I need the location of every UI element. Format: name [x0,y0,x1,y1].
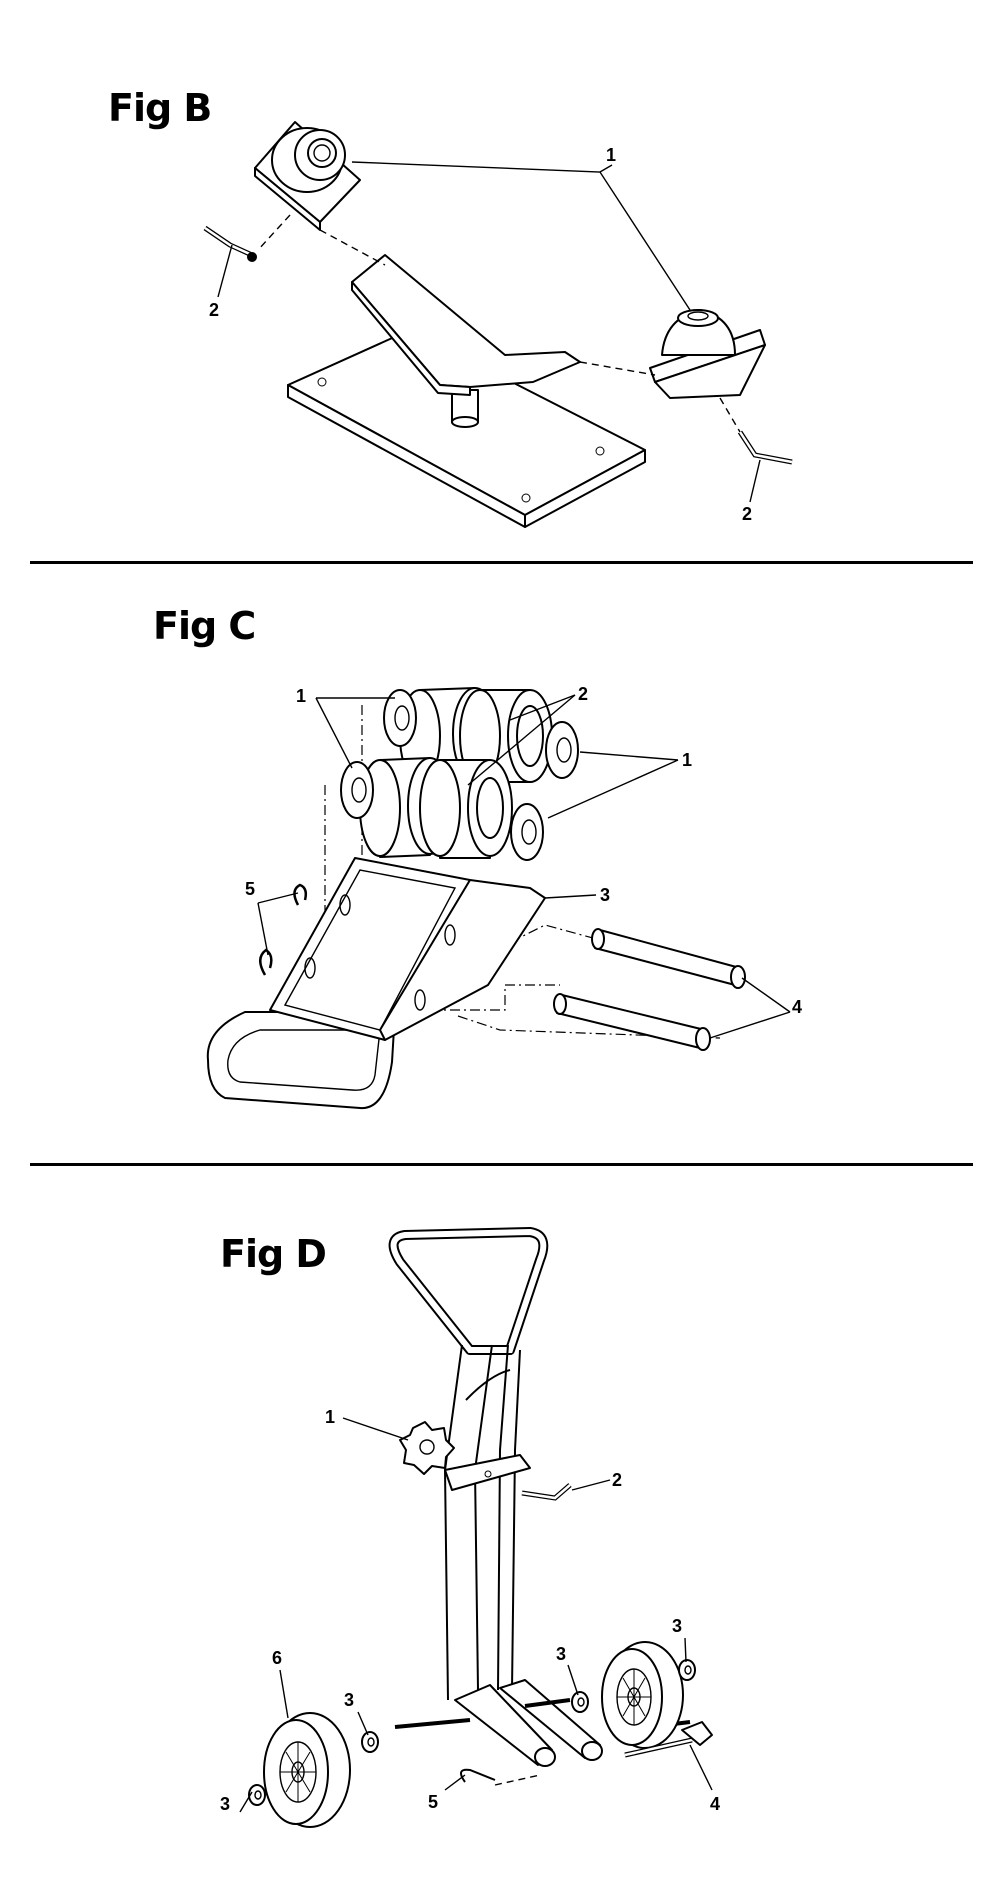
section-divider [30,561,973,564]
fig-d-title: Fig D [220,1232,327,1276]
callout-3: 3 [344,1690,354,1710]
fig-d-diagram: 1 2 3 3 3 3 4 5 6 [220,1227,720,1828]
roller-frame [206,857,546,1110]
wheel-left [263,1712,351,1828]
callout-2: 2 [578,684,588,704]
nut [361,1731,379,1753]
roller-shaft [591,928,746,989]
locking-pin [521,1483,572,1501]
rubber-mount-left [254,121,361,231]
callout-2: 2 [209,300,219,320]
circlip [293,883,308,906]
nut [248,1784,266,1806]
callout-4: 4 [792,997,802,1017]
t-pin [624,1721,713,1758]
pin-right [737,430,793,465]
hair-pin [460,1768,496,1783]
callout-2: 2 [612,1470,622,1490]
callout-6: 6 [272,1648,282,1668]
roller-front-right [419,759,513,859]
circlip [259,948,273,976]
callout-3: 3 [600,885,610,905]
wheel-right [601,1641,684,1749]
star-knob [399,1421,455,1475]
bearing [340,761,374,819]
mount-post [451,389,479,428]
callout-3: 3 [672,1616,682,1636]
roller-shaft [553,993,711,1051]
callout-5: 5 [428,1792,438,1812]
bearing [510,803,544,861]
callout-1: 1 [682,750,692,770]
callout-2: 2 [742,504,752,524]
nut [678,1659,696,1681]
axle-base [394,1679,691,1767]
fig-b-title: Fig B [108,86,212,130]
bearing [383,689,417,747]
callout-1: 1 [325,1407,335,1427]
callout-1: 1 [606,145,616,165]
section-divider [30,1163,973,1166]
fig-c-title: Fig C [153,604,256,648]
callout-3: 3 [220,1794,230,1814]
callout-4: 4 [710,1794,720,1814]
callout-3: 3 [556,1644,566,1664]
callout-5: 5 [245,879,255,899]
fig-b-diagram: 1 2 2 [203,121,793,528]
nut [571,1691,589,1713]
rubber-mount-right [649,309,766,399]
bearing [545,721,579,779]
callout-1: 1 [296,686,306,706]
clamp-bracket [444,1454,531,1491]
pin-left [203,225,257,262]
fig-c-diagram: 1 1 2 3 4 5 [206,684,802,1110]
